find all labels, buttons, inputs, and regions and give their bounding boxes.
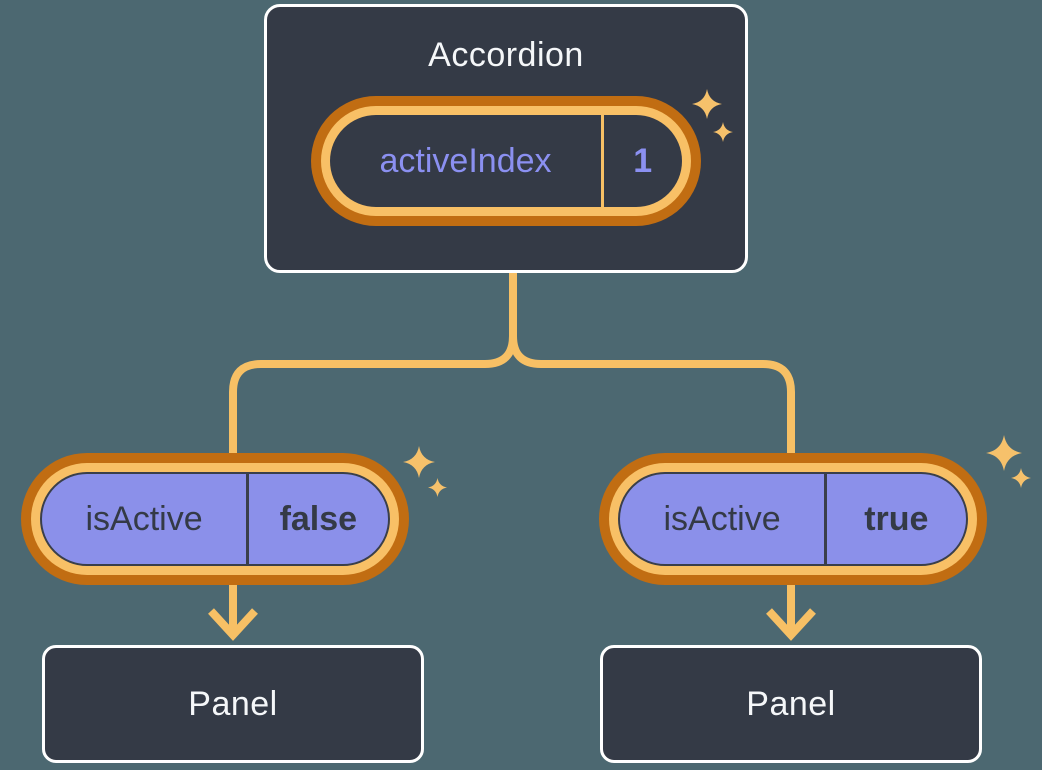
prop-pill-right-label: isActive [663, 499, 781, 538]
sparkle-icon [403, 446, 435, 478]
sparkle-icon [986, 435, 1022, 471]
sparkle-icon [428, 478, 447, 497]
prop-pill-right-value: true [864, 499, 929, 538]
state-pill-core: activeIndex 1 [330, 115, 682, 207]
prop-pill-left-divider [246, 474, 249, 564]
prop-pill-left-label: isActive [85, 499, 203, 538]
accordion-title: Accordion [428, 36, 584, 74]
branch-line-right [509, 335, 795, 460]
state-pill-divider [601, 115, 604, 207]
state-pill-value: 1 [633, 141, 653, 180]
sparkle-icon [713, 122, 733, 142]
prop-pill-left-core: isActive false [40, 472, 390, 566]
prop-pill-right-core: isActive true [618, 472, 968, 566]
state-pill-active-index: activeIndex 1 [311, 96, 701, 226]
panel-right-title: Panel [746, 684, 836, 723]
branch-line-left [229, 272, 517, 460]
sparkle-icon [1011, 468, 1031, 488]
panel-node-left: Panel [42, 645, 424, 763]
arrow-left-head [208, 608, 258, 641]
arrow-right-head [766, 608, 816, 641]
prop-pill-left: isActive false [21, 453, 409, 585]
state-pill-ring: activeIndex 1 [321, 106, 691, 216]
sparkle-icon [692, 89, 722, 119]
panel-left-title: Panel [188, 684, 278, 723]
prop-pill-left-ring: isActive false [31, 463, 399, 575]
prop-pill-right-ring: isActive true [609, 463, 977, 575]
state-pill-label: activeIndex [379, 141, 552, 180]
prop-pill-right-divider [824, 474, 827, 564]
prop-pill-right: isActive true [599, 453, 987, 585]
panel-node-right: Panel [600, 645, 982, 763]
prop-pill-left-value: false [279, 499, 358, 538]
